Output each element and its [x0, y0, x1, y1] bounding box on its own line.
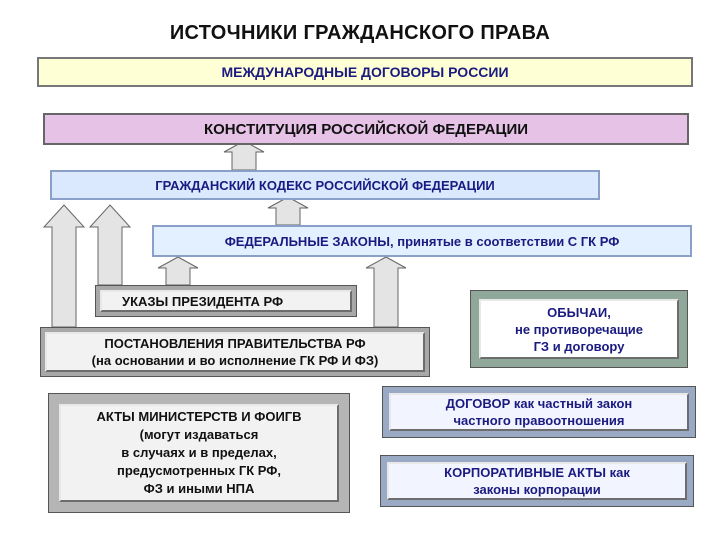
international-treaties-box: МЕЖДУНАРОДНЫЕ ДОГОВОРЫ РОССИИ	[37, 57, 693, 87]
arrow-left-long-to-civil-code	[42, 204, 86, 328]
arrow-federal-laws-to-civil-code	[267, 196, 309, 226]
constitution-box: КОНСТИТУЦИЯ РОССИЙСКОЙ ФЕДЕРАЦИИ	[43, 113, 689, 145]
civil-code-box: ГРАЖДАНСКИЙ КОДЕКС РОССИЙСКОЙ ФЕДЕРАЦИИ	[50, 170, 600, 200]
arrow-left-second-to-civil-code	[88, 204, 132, 286]
ministries-acts-line3: в случаях и в пределах,	[121, 445, 277, 460]
corporate-acts-line1: КОРПОРАТИВНЫЕ АКТЫ как	[444, 465, 630, 480]
arrow-civil-code-to-constitution	[223, 140, 265, 171]
customs-line2: не противоречащие	[514, 321, 644, 337]
corporate-acts-line2: законы корпорации	[473, 482, 601, 497]
ministries-acts-line1: АКТЫ МИНИСТЕРСТВ И ФОИГВ	[96, 409, 302, 424]
ministries-acts-box: АКТЫ МИНИСТЕРСТВ И ФОИГВ (могут издавать…	[48, 393, 350, 513]
contract-box: ДОГОВОР как частный закон частного право…	[382, 386, 696, 438]
constitution-label: КОНСТИТУЦИЯ РОССИЙСКОЙ ФЕДЕРАЦИИ	[203, 120, 529, 138]
ministries-acts-line5: ФЗ и иными НПА	[143, 481, 255, 496]
government-decisions-line1: ПОСТАНОВЛЕНИЯ ПРАВИТЕЛЬСТВА РФ	[104, 336, 366, 351]
government-decisions-box: ПОСТАНОВЛЕНИЯ ПРАВИТЕЛЬСТВА РФ (на основ…	[40, 327, 430, 377]
page-title: ИСТОЧНИКИ ГРАЖДАНСКОГО ПРАВА	[169, 22, 551, 44]
civil-code-label: ГРАЖДАНСКИЙ КОДЕКС РОССИЙСКОЙ ФЕДЕРАЦИИ	[155, 177, 495, 193]
customs-line1: ОБЫЧАИ,	[547, 304, 611, 320]
arrow-government-to-federal-laws	[365, 256, 407, 328]
government-decisions-line2: (на основании и во исполнение ГК РФ И ФЗ…	[91, 353, 379, 368]
federal-laws-label: ФЕДЕРАЛЬНЫЕ ЗАКОНЫ, принятые в соответст…	[224, 233, 620, 249]
presidential-decrees-label: УКАЗЫ ПРЕЗИДЕНТА РФ	[122, 293, 284, 309]
customs-line3: ГЗ и договору	[533, 338, 625, 354]
presidential-decrees-box: УКАЗЫ ПРЕЗИДЕНТА РФ	[95, 285, 357, 317]
international-treaties-label: МЕЖДУНАРОДНЫЕ ДОГОВОРЫ РОССИИ	[221, 64, 509, 80]
ministries-acts-line2: (могут издаваться	[139, 427, 259, 442]
contract-line1: ДОГОВОР как частный закон	[445, 396, 633, 411]
corporate-acts-box: КОРПОРАТИВНЫЕ АКТЫ как законы корпорации	[380, 455, 694, 507]
customs-box: ОБЫЧАИ, не противоречащие ГЗ и договору	[470, 290, 688, 368]
arrow-decrees-to-federal-laws	[157, 256, 199, 286]
federal-laws-box: ФЕДЕРАЛЬНЫЕ ЗАКОНЫ, принятые в соответст…	[152, 225, 692, 257]
ministries-acts-line4: предусмотренных ГК РФ,	[117, 463, 281, 478]
contract-line2: частного правоотношения	[453, 413, 625, 428]
